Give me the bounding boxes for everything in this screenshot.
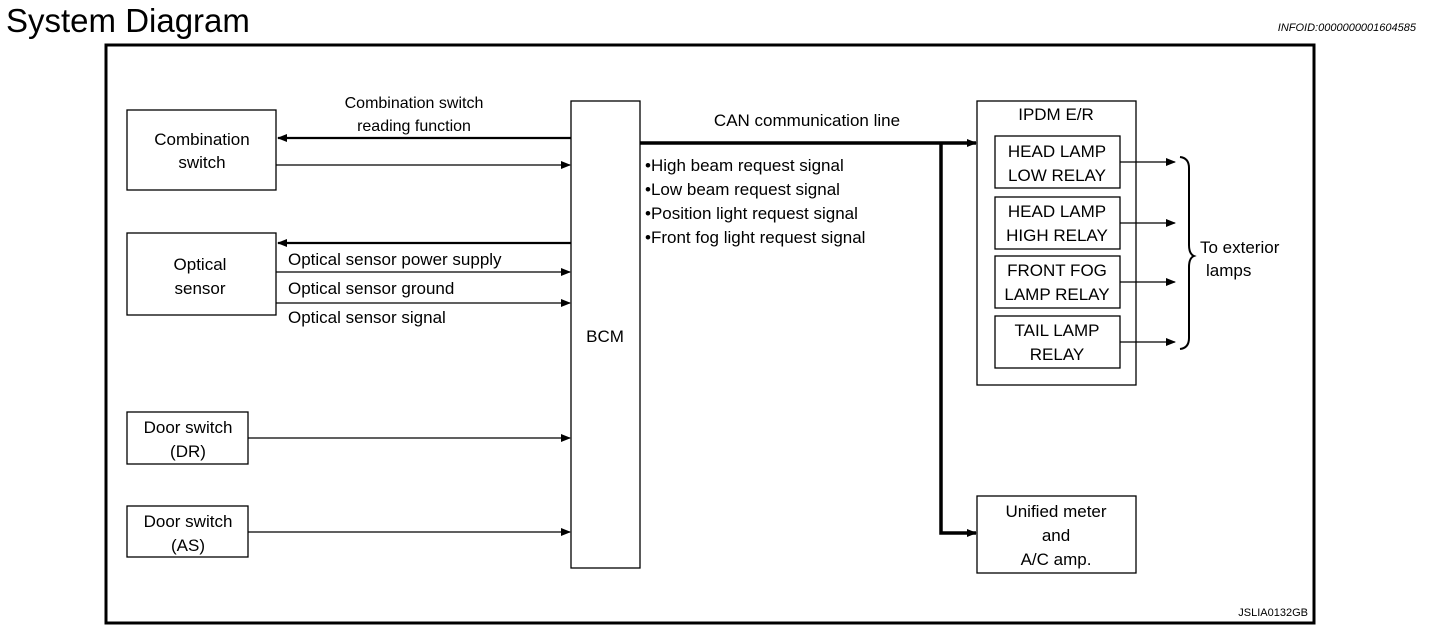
combination-switch-lines: Combination switch reading function xyxy=(276,95,571,169)
optical-ground-label: Optical sensor ground xyxy=(288,279,454,298)
can-line-label: CAN communication line xyxy=(714,111,900,130)
head-lamp-high-relay: HEAD LAMP HIGH RELAY xyxy=(994,196,1121,250)
svg-text:Optical: Optical xyxy=(174,255,227,274)
optical-sensor-lines: Optical sensor power supply Optical sens… xyxy=(276,239,571,327)
svg-text:(AS): (AS) xyxy=(171,536,205,555)
svg-text:HEAD LAMP: HEAD LAMP xyxy=(1008,202,1106,221)
info-id: INFOID:0000000001604585 xyxy=(1278,22,1417,34)
svg-text:Combination: Combination xyxy=(154,130,249,149)
figure-id: JSLIA0132GB xyxy=(1238,607,1308,619)
svg-text:RELAY: RELAY xyxy=(1030,345,1085,364)
unified-meter-block: Unified meter and A/C amp. xyxy=(976,495,1137,574)
combination-reading-label: Combination switch xyxy=(345,95,484,112)
svg-text:and: and xyxy=(1042,526,1070,545)
optical-power-label: Optical sensor power supply xyxy=(288,250,502,269)
to-exterior-label: To exterior xyxy=(1200,238,1280,257)
svg-text:TAIL LAMP: TAIL LAMP xyxy=(1014,321,1099,340)
svg-text:sensor: sensor xyxy=(174,279,225,298)
svg-text:Door switch: Door switch xyxy=(144,512,233,531)
can-signal-list: •High beam request signal •Low beam requ… xyxy=(645,156,865,247)
can-signal-item: •Low beam request signal xyxy=(645,180,840,199)
svg-text:FRONT FOG: FRONT FOG xyxy=(1007,261,1107,280)
can-signal-item: •Position light request signal xyxy=(645,204,858,223)
brace-icon xyxy=(1179,156,1197,350)
svg-text:LAMP RELAY: LAMP RELAY xyxy=(1004,285,1109,304)
bcm-block: BCM xyxy=(570,100,641,569)
door-switch-dr-block: Door switch (DR) xyxy=(126,411,249,465)
tail-lamp-relay: TAIL LAMP RELAY xyxy=(994,315,1121,369)
relay-output-arrows xyxy=(1120,158,1176,346)
can-signal-item: •High beam request signal xyxy=(645,156,844,175)
svg-text:(DR): (DR) xyxy=(170,442,206,461)
combination-switch-block: Combination switch xyxy=(126,109,277,191)
svg-text:HIGH RELAY: HIGH RELAY xyxy=(1006,226,1108,245)
optical-signal-label: Optical sensor signal xyxy=(288,308,446,327)
combination-reading-label-2: reading function xyxy=(357,118,471,135)
page-title: System Diagram xyxy=(6,2,250,39)
can-line: CAN communication line xyxy=(640,111,977,537)
optical-sensor-block: Optical sensor xyxy=(126,232,277,316)
head-lamp-low-relay: HEAD LAMP LOW RELAY xyxy=(994,135,1121,189)
svg-text:LOW RELAY: LOW RELAY xyxy=(1008,166,1106,185)
svg-text:A/C amp.: A/C amp. xyxy=(1021,550,1092,569)
svg-text:switch: switch xyxy=(178,153,225,172)
can-signal-item: •Front fog light request signal xyxy=(645,228,865,247)
svg-text:Unified meter: Unified meter xyxy=(1005,502,1106,521)
to-exterior-label-2: lamps xyxy=(1206,261,1251,280)
door-switch-as-block: Door switch (AS) xyxy=(126,505,249,558)
svg-text:Door switch: Door switch xyxy=(144,418,233,437)
door-switch-lines xyxy=(248,434,571,536)
svg-text:BCM: BCM xyxy=(586,327,624,346)
svg-text:HEAD LAMP: HEAD LAMP xyxy=(1008,142,1106,161)
diagram-frame xyxy=(104,43,1316,625)
front-fog-lamp-relay: FRONT FOG LAMP RELAY xyxy=(994,255,1121,309)
svg-text:IPDM E/R: IPDM E/R xyxy=(1018,105,1094,124)
